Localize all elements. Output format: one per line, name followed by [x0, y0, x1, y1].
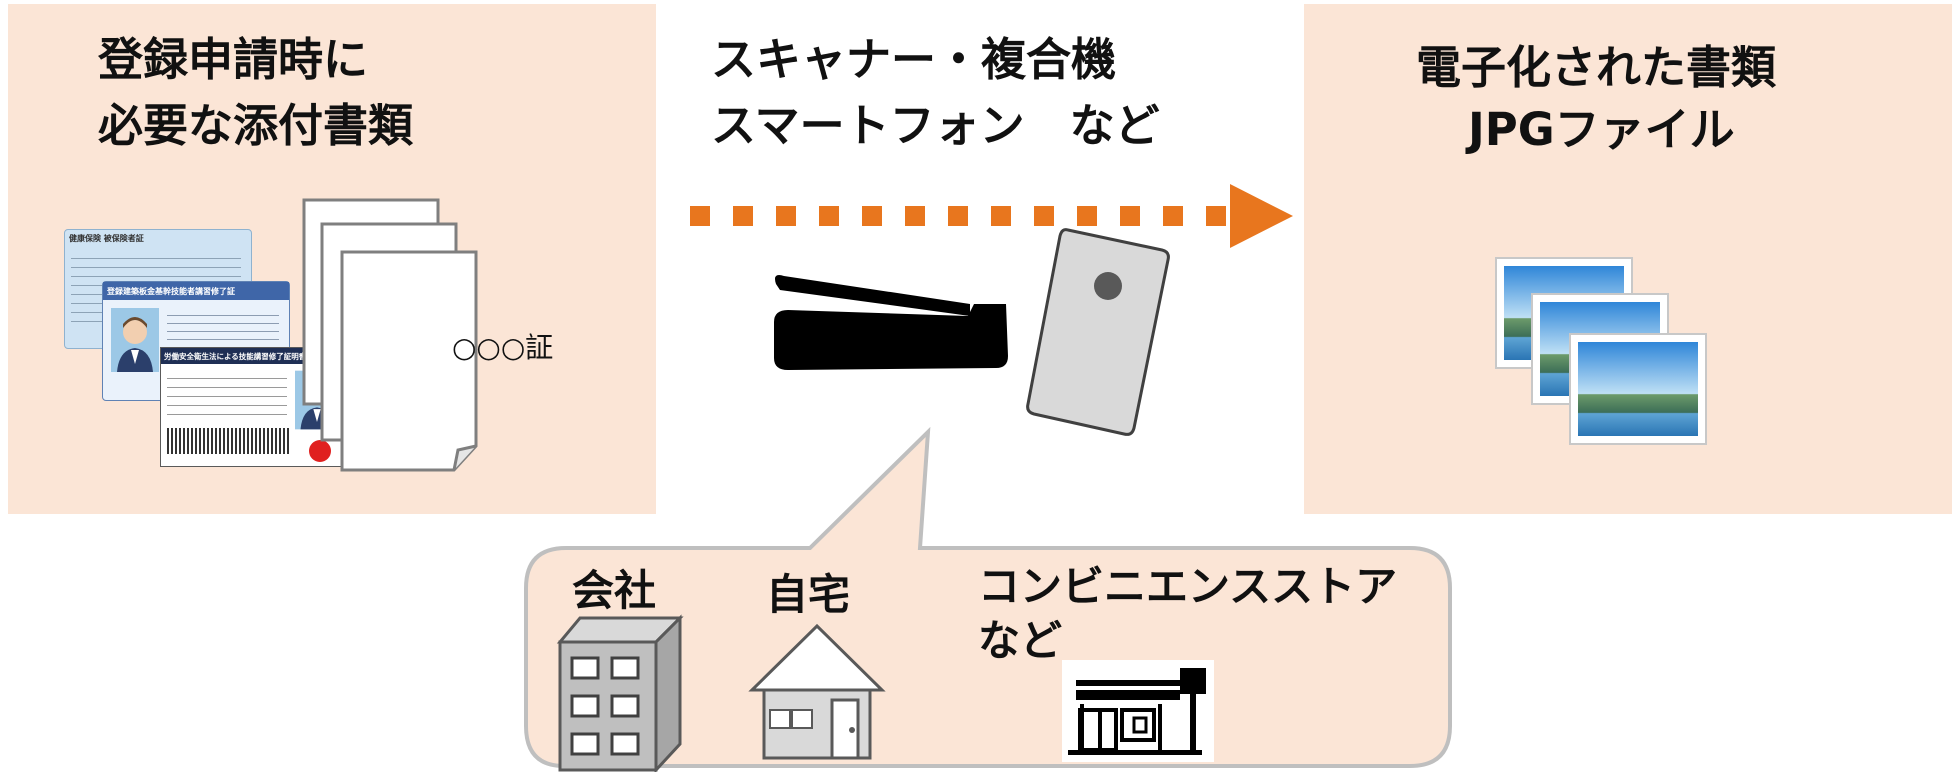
card1-heading: 健康保険 被保険者証 [69, 234, 144, 243]
card2-header-bar [103, 282, 289, 300]
dashed-arrow-icon [690, 184, 1293, 248]
photo-files-icon [1495, 257, 1707, 445]
place-store-label-line1: コンビニエンスストア [978, 562, 1398, 611]
scanner-icon [774, 275, 1008, 370]
person-photo-icon [111, 308, 159, 372]
smartphone-icon [1026, 228, 1170, 436]
devices-title-line1: スキャナー・複合機 [711, 33, 1117, 86]
office-building-icon [556, 614, 684, 772]
card3-lines [167, 370, 287, 420]
digitized-title-line2: JPGファイル [1468, 103, 1735, 156]
document-stamp-label: ○○○証 [452, 331, 554, 364]
training-certificate-card: 登録建築板金基幹技能者講習修了証 [102, 281, 290, 401]
required-documents-title-line1: 登録申請時に [98, 33, 369, 86]
digitized-documents-panel: 電子化された書類 JPGファイル [1304, 4, 1952, 514]
red-seal-icon [309, 440, 331, 462]
card3-header-bar [161, 348, 347, 364]
convenience-store-icon [1062, 660, 1214, 762]
place-store-label-line2: など [978, 616, 1063, 665]
required-documents-panel: 登録申請時に 必要な添付書類 健康保険 被保険者証 登録建築板金基幹技能者講習修… [8, 4, 656, 514]
card3-barcode [167, 428, 289, 454]
callout-bubble [524, 426, 1452, 768]
digitized-title-line1: 電子化された書類 [1416, 41, 1777, 94]
card3-heading: 労働安全衛生法による技能講習修了証明書 [164, 352, 307, 361]
place-home-label: 自宅 [766, 570, 851, 619]
house-icon [748, 623, 886, 760]
place-company-label: 会社 [572, 566, 657, 615]
stacked-documents-icon [302, 198, 478, 472]
card2-heading: 登録建築板金基幹技能者講習修了証 [107, 287, 235, 296]
id-cards-illustration: 健康保険 被保険者証 登録建築板金基幹技能者講習修了証 労働安全衛生法による技能… [64, 229, 354, 469]
required-documents-title-line2: 必要な添付書類 [98, 99, 414, 152]
skills-completion-card: 労働安全衛生法による技能講習修了証明書 [160, 347, 348, 467]
devices-title-line2: スマートフォン など [711, 99, 1160, 152]
